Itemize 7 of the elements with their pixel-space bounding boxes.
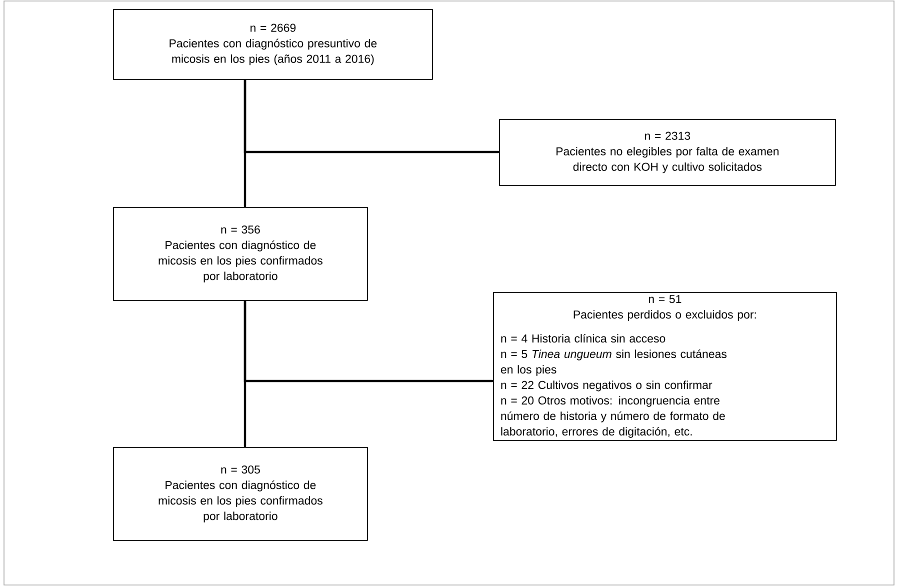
connector-line [244, 300, 493, 382]
process-box: n = 305 Pacientes con diagnóstico de micosis en los pies confirmados por laboratorio [113, 447, 368, 541]
process-box: n = 2669 Pacientes con diagnóstico presuntivo de micosis en los pies (años 2011 a 2016) [113, 9, 433, 80]
process-box: n = 2313 Pacientes no elegibles por falta de examen directo con KOH y cultivo solicitados [499, 119, 836, 186]
process-box: n = 51 Pacientes perdidos o excluidos por: n = 4 Historia clínica sin acceso n = 5 Tinea ungueum sin lesiones cutáneas en los pies n = 22 Cultivos negativos o sin confirmar n = 20 Otros motivos: incongruencia entre número de historia y número de formato de laboratorio, errores de digitación, etc. [493, 292, 837, 441]
connector-line [244, 80, 499, 154]
process-box: n = 356 Pacientes con diagnóstico de micosis en los pies confirmados por laboratorio [113, 207, 368, 301]
